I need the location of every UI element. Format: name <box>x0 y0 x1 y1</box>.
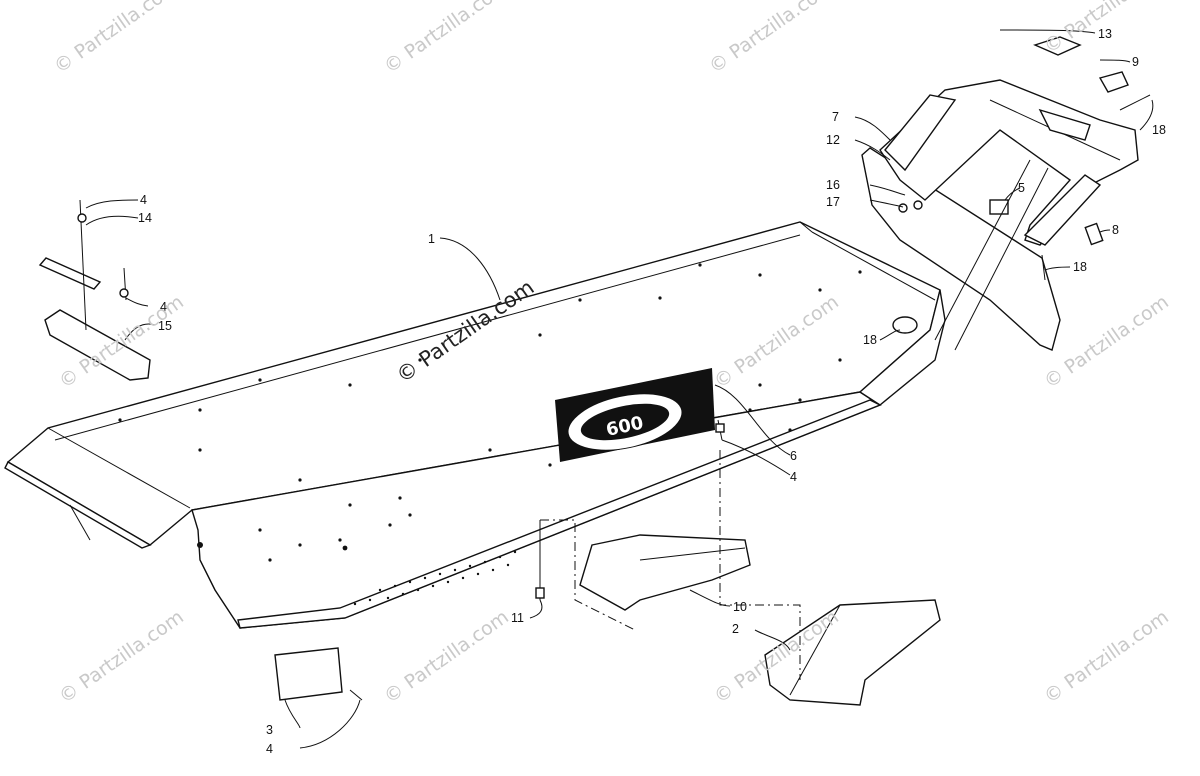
callout-10: 10 <box>733 600 747 614</box>
callout-6: 6 <box>790 449 797 463</box>
callout-16: 16 <box>826 178 840 192</box>
tunnel-part-1 <box>4 221 946 629</box>
callout-18b: 18 <box>1073 260 1087 274</box>
callout-4d: 4 <box>266 742 273 756</box>
callout-11: 11 <box>511 611 524 625</box>
callout-13: 13 <box>1098 27 1112 41</box>
plate-part-3 <box>274 647 363 701</box>
callout-9: 9 <box>1132 55 1139 69</box>
tunnel-rivet-holes <box>118 263 862 562</box>
perforated-band <box>353 550 517 606</box>
callout-2: 2 <box>732 622 739 636</box>
rear-bumper-assembly <box>861 36 1151 351</box>
callout-18a: 18 <box>1152 123 1166 137</box>
callout-15: 15 <box>158 319 172 333</box>
footrest-part-10 <box>579 534 751 611</box>
callout-5: 5 <box>1018 181 1025 195</box>
callout-leaders <box>85 29 1154 749</box>
left-brackets <box>38 199 151 381</box>
callout-14: 14 <box>138 211 152 225</box>
callout-4b: 4 <box>160 300 167 314</box>
callout-3: 3 <box>266 723 273 737</box>
callout-18c: 18 <box>863 333 877 347</box>
callout-7: 7 <box>832 110 839 124</box>
callout-4a: 4 <box>140 193 147 207</box>
callout-4c: 4 <box>790 470 797 484</box>
fastener-part-11 <box>535 520 545 600</box>
bracket-part-2 <box>764 599 941 706</box>
callout-17: 17 <box>826 195 840 209</box>
callout-labels: 1 2 3 4 4 4 4 5 6 7 8 9 10 11 12 13 14 1… <box>138 27 1166 756</box>
decal-part-6: 600 <box>555 368 715 462</box>
callout-12: 12 <box>826 133 840 147</box>
callout-1: 1 <box>428 232 435 246</box>
callout-8: 8 <box>1112 223 1119 237</box>
